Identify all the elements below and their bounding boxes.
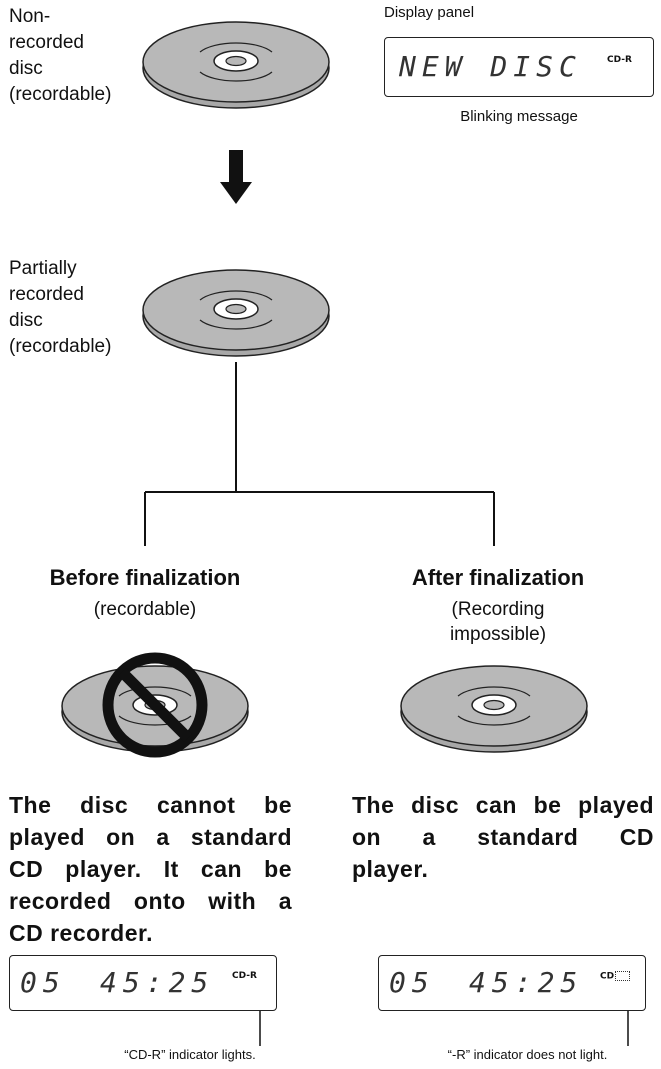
before-finalization-description: The disc cannot be played on a standard … [9,789,292,949]
label-line: Partially [9,258,77,279]
subtitle-line: impossible) [449,624,547,645]
non-recorded-disc [142,21,330,109]
display-panel: NEW DISC CD-R [384,37,654,97]
description-line: The disc can be played [352,792,654,818]
down-arrow-icon [220,150,252,204]
track-number: 05 [20,966,66,999]
blinking-message-label: Blinking message [460,108,578,125]
description-line: on a standard CD [352,824,654,850]
description-line: CD recorder. [9,920,154,946]
label-line: Non- [9,6,51,27]
non-recorded-disc-label: Non- recorded disc (recordable) [9,4,111,108]
after-finalization-description: The disc can be played on a standard CD … [352,789,654,885]
time-readout: 45:25 [469,966,584,999]
time-readout: 45:25 [100,966,215,999]
track-number: 05 [389,966,435,999]
before-display-panel: 05 45:25 CD-R [9,955,277,1011]
after-indicator-caption: “-R” indicator does not light. [447,1047,608,1062]
cd-indicator-text: CD [600,971,615,982]
label-line: recorded [9,32,84,53]
label-line: disc [9,58,43,79]
unlit-r-indicator-icon [615,971,631,981]
branch-lines [144,362,495,546]
before-indicator-caption: “CD-R” indicator lights. [124,1047,256,1062]
description-line: CD player. It can be [9,856,292,882]
partially-recorded-disc [142,269,330,357]
after-finalization-title: After finalization [411,565,585,590]
before-finalization-subtitle: (recordable) [93,599,197,620]
before-finalization-title: Before finalization [49,565,241,590]
description-line: recorded onto with a [9,888,292,914]
cd-indicator: CD [600,971,631,982]
indicator-callout-lines [259,1010,629,1046]
cd-r-indicator: CD-R [607,55,632,65]
description-line: player. [352,856,429,882]
description-line: played on a standard [9,824,292,850]
label-line: (recordable) [9,336,112,357]
label-line: recorded [9,284,84,305]
label-line: disc [9,310,43,331]
after-display-panel: 05 45:25 CD [378,955,646,1011]
label-line: (recordable) [9,84,112,105]
display-panel-label: Display panel [384,4,475,21]
description-line: The disc cannot be [9,792,292,818]
prohibited-icon [102,652,208,758]
after-finalization-disc [400,665,588,753]
partially-recorded-disc-label: Partially recorded disc (recordable) [9,256,111,360]
subtitle-line: (Recording [451,599,545,620]
after-finalization-subtitle: (Recording impossible) [368,597,628,647]
display-message: NEW DISC [399,50,582,83]
cd-r-indicator: CD-R [232,971,257,981]
